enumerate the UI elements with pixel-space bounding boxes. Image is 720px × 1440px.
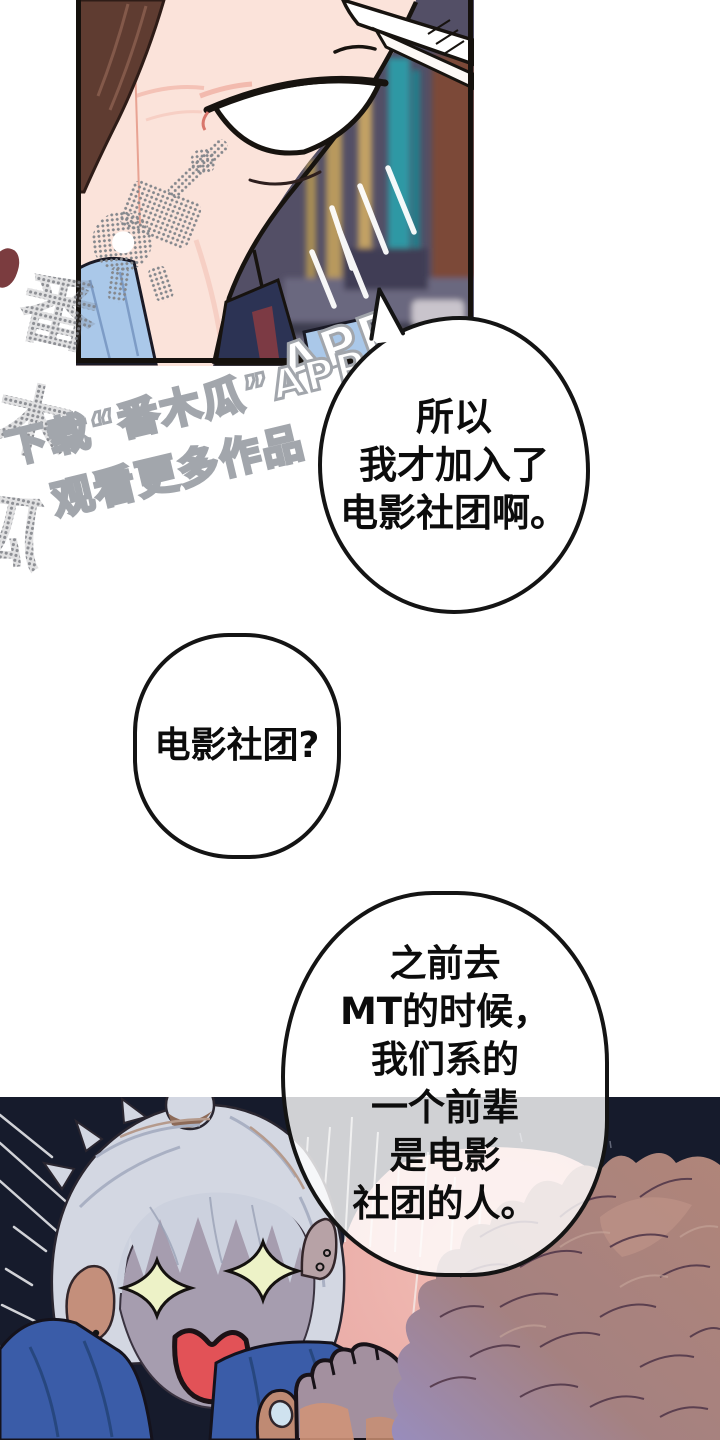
speech-bubble-1: 所以 我才加入了 电影社团啊。 xyxy=(318,316,590,614)
speech-bubble-3: 之前去 MT的时候， 我们系的 一个前辈 是电影 社团的人。 xyxy=(281,891,609,1277)
star-eye-left xyxy=(117,1255,197,1321)
bubble-line: 是电影 xyxy=(389,1134,501,1177)
bubble-line: 之前去 xyxy=(389,942,501,985)
watermark-red-blob xyxy=(0,244,24,292)
speech-bubble-2: 电影社团? xyxy=(133,633,341,859)
bubble-line: 所以 xyxy=(415,395,492,439)
panel-top-artwork xyxy=(76,0,474,366)
bubble-line: 我们系的 xyxy=(371,1038,519,1081)
fist xyxy=(255,1342,423,1440)
bubble-line: 社团的人。 xyxy=(352,1182,538,1225)
star-eye-right xyxy=(222,1237,304,1305)
speed-lines xyxy=(309,165,417,309)
watermark-line2: 观看更多作品 xyxy=(46,417,311,527)
bubble-line: 我才加入了 xyxy=(358,443,549,487)
bubble-line: 一个前辈 xyxy=(371,1086,519,1129)
bubble-line: MT的时候， xyxy=(339,990,551,1033)
speech-bubble-1-tail xyxy=(369,285,406,344)
bubble-line: 电影社团? xyxy=(154,725,320,766)
shaggy-hair-right xyxy=(391,1153,720,1440)
thumb-nail xyxy=(268,1399,294,1429)
bubble-line: 电影社团啊。 xyxy=(339,491,568,535)
earring-right xyxy=(315,1262,325,1272)
